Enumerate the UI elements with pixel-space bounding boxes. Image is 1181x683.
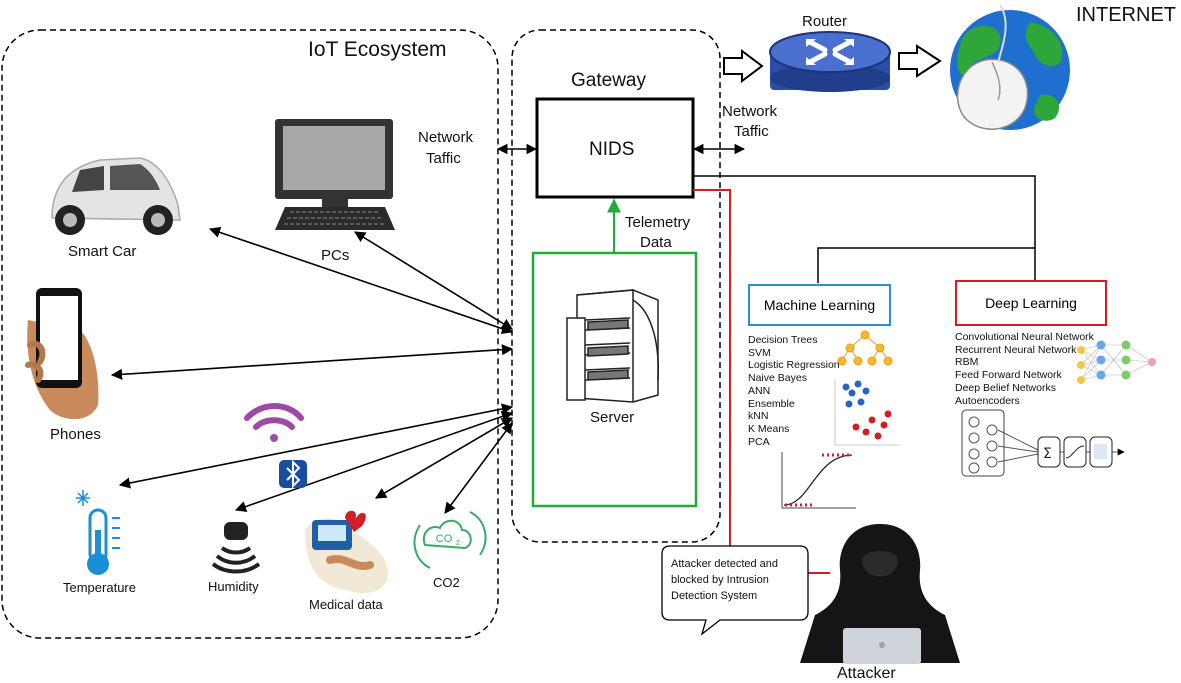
smart-car-icon [51,157,181,235]
temperature-label: Temperature [63,580,136,595]
clustering-scatter-icon [834,380,900,446]
neural-network-icon [1077,340,1156,384]
list-item: Decision Trees [748,334,818,346]
phone-icon [25,288,99,420]
ml-dl-branch [817,247,1036,283]
router-label: Router [802,13,848,30]
logistic-curve-icon [781,452,856,509]
pc-icon [275,119,395,230]
list-item: K Means [748,422,790,435]
iot-ecosystem-title: IoT Ecosystem [308,38,447,61]
svg-text:Σ: Σ [1043,446,1052,462]
list-item: kNN [748,410,769,423]
network-traffic-right-line1: Network [722,103,778,120]
perceptron-diagram-icon: Σ [961,409,1125,477]
list-item: Recurrent Neural Network [955,343,1077,356]
dl-algorithm-list: Convolutional Neural Network Recurrent N… [955,331,1094,407]
network-traffic-left-line1: Network [418,129,474,146]
humidity-label: Humidity [208,579,259,594]
humidity-sensor-icon [211,522,261,574]
ml-dl-branch-top [693,175,1036,190]
attacker-icon [800,524,960,664]
bluetooth-icon [279,459,307,489]
server-rack-icon [566,289,659,403]
list-item: ANN [748,384,771,397]
deep-learning-title: Deep Learning [985,295,1077,311]
medical-data-icon [305,510,389,594]
list-item: Feed Forward Network [955,369,1062,382]
bubble-line-3: Detection System [671,590,758,602]
telemetry-label-line1: Telemetry [625,214,691,231]
thermometer-icon [76,490,120,575]
bubble-line-1: Attacker detected and [671,558,779,570]
decision-tree-icon [837,330,893,366]
gateway-boundary [511,29,721,543]
list-item: Convolutional Neural Network [955,331,1094,343]
server-box [531,251,698,508]
deep-learning-box: Deep Learning [955,280,1107,326]
gateway-title: Gateway [571,70,646,91]
nids-label: NIDS [589,139,635,160]
router-icon [769,31,891,92]
telemetry-label-line2: Data [640,234,672,251]
device-arrows [110,226,514,514]
list-item: Naive Bayes [748,372,807,385]
attacker-speech-bubble [661,545,809,636]
server-label: Server [590,409,635,426]
network-traffic-left-line2: Taffic [426,150,461,167]
list-item: PCA [748,435,770,448]
list-item: Autoencoders [955,394,1020,407]
pcs-label: PCs [321,247,350,264]
internet-globe-icon [950,4,1070,130]
list-item: RBM [955,356,979,369]
ml-algorithm-list: Decision Trees SVM Logistic Regression N… [748,334,840,448]
wifi-icon [244,403,304,442]
list-item: Ensemble [748,397,795,410]
to-internet-arrow [898,44,942,78]
phones-label: Phones [50,426,101,443]
network-traffic-right-line2: Taffic [734,123,769,140]
list-item: SVM [748,346,771,359]
attacker-label: Attacker [837,665,896,682]
list-item: Deep Belief Networks [955,381,1056,394]
bubble-line-2: blocked by Intrusion [671,574,769,586]
co2-label: CO2 [433,575,460,590]
internet-label: INTERNET [1076,4,1176,26]
list-item: Logistic Regression [748,359,840,372]
smart-car-label: Smart Car [68,243,137,260]
co2-icon: CO 2 [413,511,487,569]
machine-learning-title: Machine Learning [763,297,876,313]
co2-badge-subscript: 2 [456,540,460,547]
medical-data-label: Medical data [309,597,383,612]
to-router-arrow [723,49,764,83]
machine-learning-box: Machine Learning [748,284,891,326]
co2-badge-text: CO [436,533,453,545]
